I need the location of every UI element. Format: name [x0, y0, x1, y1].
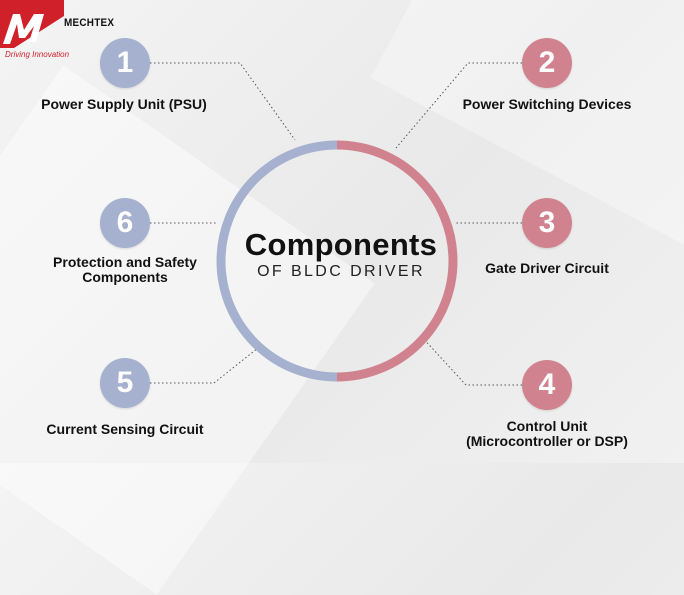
component-label-6: Protection and Safety Components: [35, 255, 215, 285]
connector-line-5: [150, 347, 259, 384]
component-label-4-line-1: Control Unit: [506, 418, 588, 434]
number-badge-3: 3: [522, 198, 572, 248]
component-label-4: Control Unit (Microcontroller or DSP): [452, 419, 642, 449]
component-label-2: Power Switching Devices: [462, 96, 632, 112]
number-badge-5: 5: [100, 358, 150, 408]
component-label-3: Gate Driver Circuit: [485, 260, 609, 276]
component-label-1: Power Supply Unit (PSU): [41, 96, 207, 112]
component-label-5: Current Sensing Circuit: [46, 421, 204, 437]
center-title: Components: [244, 227, 438, 262]
connector-line-2: [395, 62, 522, 149]
center-subtitle: OF BLDC DRIVER: [257, 263, 425, 280]
brand-name: MECHTEX: [64, 17, 115, 29]
component-label-6-line-1: Protection and Safety: [53, 254, 197, 270]
ring-left-half: [216, 140, 338, 382]
number-badge-1: 1: [100, 38, 150, 88]
component-label-6-line-2: Components: [82, 269, 168, 285]
number-badge-6: 6: [100, 198, 150, 248]
number-badge-4: 4: [522, 360, 572, 410]
connector-line-1: [150, 62, 296, 141]
center-ring: [216, 140, 458, 382]
component-label-4-line-2: (Microcontroller or DSP): [466, 433, 628, 449]
number-badge-2: 2: [522, 38, 572, 88]
mechtex-logo-icon: [0, 0, 64, 48]
diagram-canvas: [150, 62, 522, 386]
connector-line-4: [419, 334, 522, 386]
ring-right-half: [336, 140, 458, 382]
brand-tagline: Driving Innovation: [5, 50, 70, 59]
brand-logo: MECHTEX Driving Innovation: [0, 0, 130, 64]
